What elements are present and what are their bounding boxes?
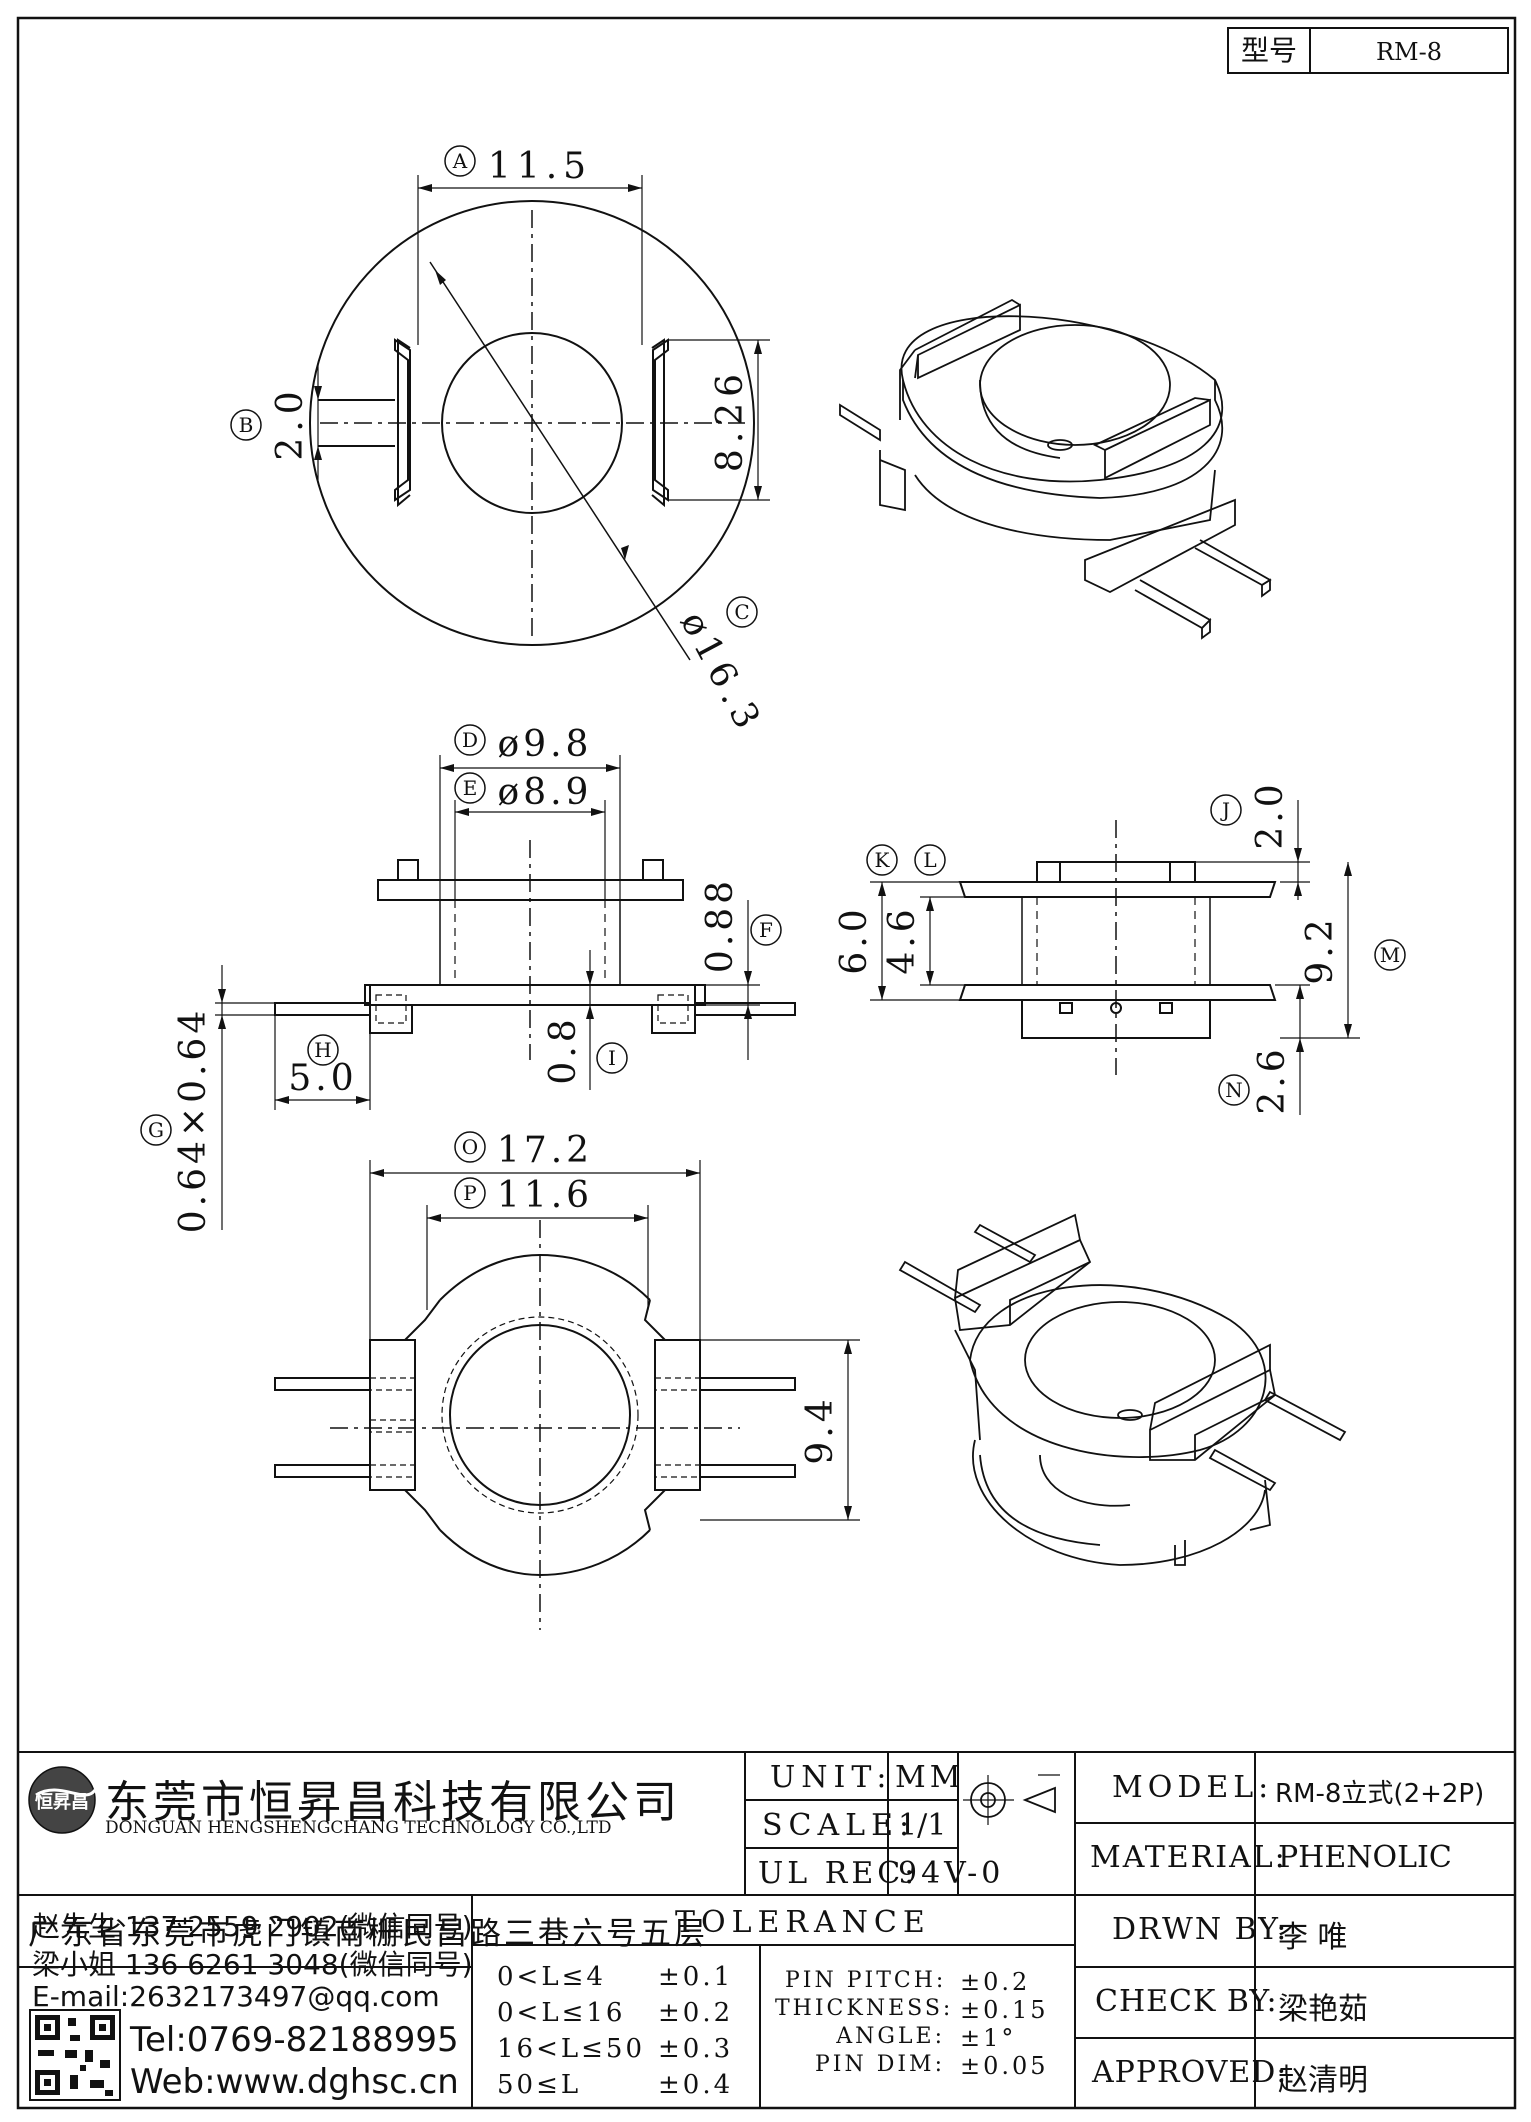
tol-thickness-label: THICKNESS: [775,1996,954,2021]
dim-j-letter: J [1220,798,1230,822]
isometric-view-bottom [898,1213,1347,1566]
dim-46-value: 4.6 [882,905,923,974]
dim-p-value: 11.6 [497,1175,593,1216]
material-label: MATERIAL: [1090,1840,1287,1875]
model-tag-label: 型号 [1241,34,1297,67]
tol-range-3: 16<L≤50 [497,2034,646,2064]
dim-m-value: 9.2 [1300,915,1341,984]
model-value: RM-8立式(2+2P) [1275,1779,1485,1809]
dim-g-value: 0.64×0.64 [173,1007,214,1233]
dim-i-value: 0.8 [543,1015,584,1084]
tol-range-4: 50≤L [497,2070,582,2100]
contact-tel: Tel:0769-82188995 [130,2020,459,2060]
dim-p-letter: P [463,1181,476,1205]
sheet-border [16,16,1517,2110]
tol-range-2: 0<L≤16 [497,1998,626,2028]
dim-c-value: ø16.3 [672,605,770,741]
tol-value-4: ±0.4 [658,2070,734,2100]
dim-a-value: 11.5 [488,146,592,187]
top-view-outer-circle [309,200,755,646]
drwn-by-label: DRWN BY: [1112,1912,1289,1947]
title-block-grid [18,1751,1515,2108]
unit-label: UNIT: [770,1760,893,1795]
contact-web: Web:www.dghsc.cn [130,2062,459,2102]
drwn-by-value: 李 唯 [1278,1920,1348,1955]
isometric-view-top [839,298,1272,640]
material-value: PHENOLIC [1278,1840,1452,1875]
dim-n-letter: N [1225,1078,1243,1102]
tol-range-1: 0<L≤4 [497,1962,606,1992]
dim-l-letter: L [923,848,936,872]
dim-e-value: ø8.9 [498,772,593,813]
dim-o-value: 17.2 [497,1130,593,1171]
model-tag-value: RM-8 [1376,38,1442,66]
tol-pin-dim-value: ±0.05 [960,2052,1049,2080]
model-label: MODEL: [1112,1770,1274,1805]
dim-b-letter: B [239,413,254,437]
tol-angle-value: ±1° [960,2024,1017,2052]
dim-f-value: 0.88 [700,877,741,973]
dim-d-value: ø9.8 [498,724,593,765]
check-by-value: 梁艳茹 [1278,1992,1368,2027]
dim-f-letter: F [759,918,773,942]
tol-value-3: ±0.3 [658,2034,734,2064]
tol-value-1: ±0.1 [658,1962,734,1992]
qr-code [29,2009,121,2101]
dim-c-letter: C [734,600,749,624]
contact-line-1: 赵先生 137 2559 2902(微信同号) [32,1910,473,1943]
approved-value: 赵清明 [1278,2063,1368,2098]
dim-k-letter: K [875,848,891,872]
approved-label: APPROVED: [1092,2055,1288,2090]
dim-o-letter: O [462,1135,478,1159]
contact-email: E-mail:2632173497@qq.com [32,1980,440,2013]
tol-pin-pitch-value: ±0.2 [960,1968,1031,1996]
dim-b-value: 2.0 [270,385,311,460]
company-address: 广东省东莞市虎门镇南栅民昌路三巷六号五层 [28,1916,708,1952]
dim-60-value: 6.0 [834,905,875,974]
top-view: A 11.5 B 2.0 8.26 ø16.3 C [230,145,770,741]
dim-m-letter: M [1380,943,1400,967]
tol-thickness-value: ±0.15 [960,1996,1049,2024]
dim-h-value: 5.0 [288,1058,357,1099]
bottom-view: O 17.2 P 11.6 9.4 [274,1130,860,1630]
dim-n-value: 2.6 [1252,1045,1293,1114]
side-view: 2.0 J 9.2 M 2.6 N 6.0 4.6 K L [834,780,1406,1115]
company-logo: 恒昇昌 [28,1766,97,1834]
scale-value: 1/1 [898,1808,947,1843]
front-view: D ø9.8 E ø8.9 0.88 F 0.64×0.64 G H 5.0 [140,724,796,1233]
dim-94-value: 9.4 [800,1395,841,1464]
company-name-en: DONGUAN HENGSHENGCHANG TECHNOLOGY CO.,LT… [105,1818,612,1838]
tol-pin-pitch-label: PIN PITCH: [785,1968,947,1993]
ulrec-label: UL REC: [758,1856,919,1891]
model-tag-box [1227,27,1509,74]
tol-angle-label: ANGLE: [836,2024,945,2049]
tolerance-title: TOLERANCE [675,1905,931,1940]
check-by-label: CHECK BY: [1095,1984,1278,2019]
top-view-inner-circle [441,332,623,514]
ulrec-value: 94V-0 [898,1856,1005,1891]
company-name-cn: 东莞市恒昇昌科技有限公司 [105,1777,681,1828]
dim-a-letter: A [452,149,468,173]
tol-value-2: ±0.2 [658,1998,734,2028]
tol-pin-dim-label: PIN DIM: [814,2052,945,2077]
dim-j-value: 2.0 [1250,780,1291,849]
dim-i-letter: I [608,1046,616,1070]
contact-line-2: 梁小姐 136 6261 3048(微信同号) [32,1948,473,1981]
dim-g-letter: G [148,1118,164,1142]
scale-label: SCALE: [762,1808,916,1843]
dim-e-letter: E [463,776,478,800]
dim-826-value: 8.26 [710,368,751,472]
dim-d-letter: D [462,728,478,752]
dim-h-letter: H [314,1038,331,1062]
logo-text: 恒昇昌 [35,1791,89,1813]
unit-value: MM [895,1760,965,1795]
